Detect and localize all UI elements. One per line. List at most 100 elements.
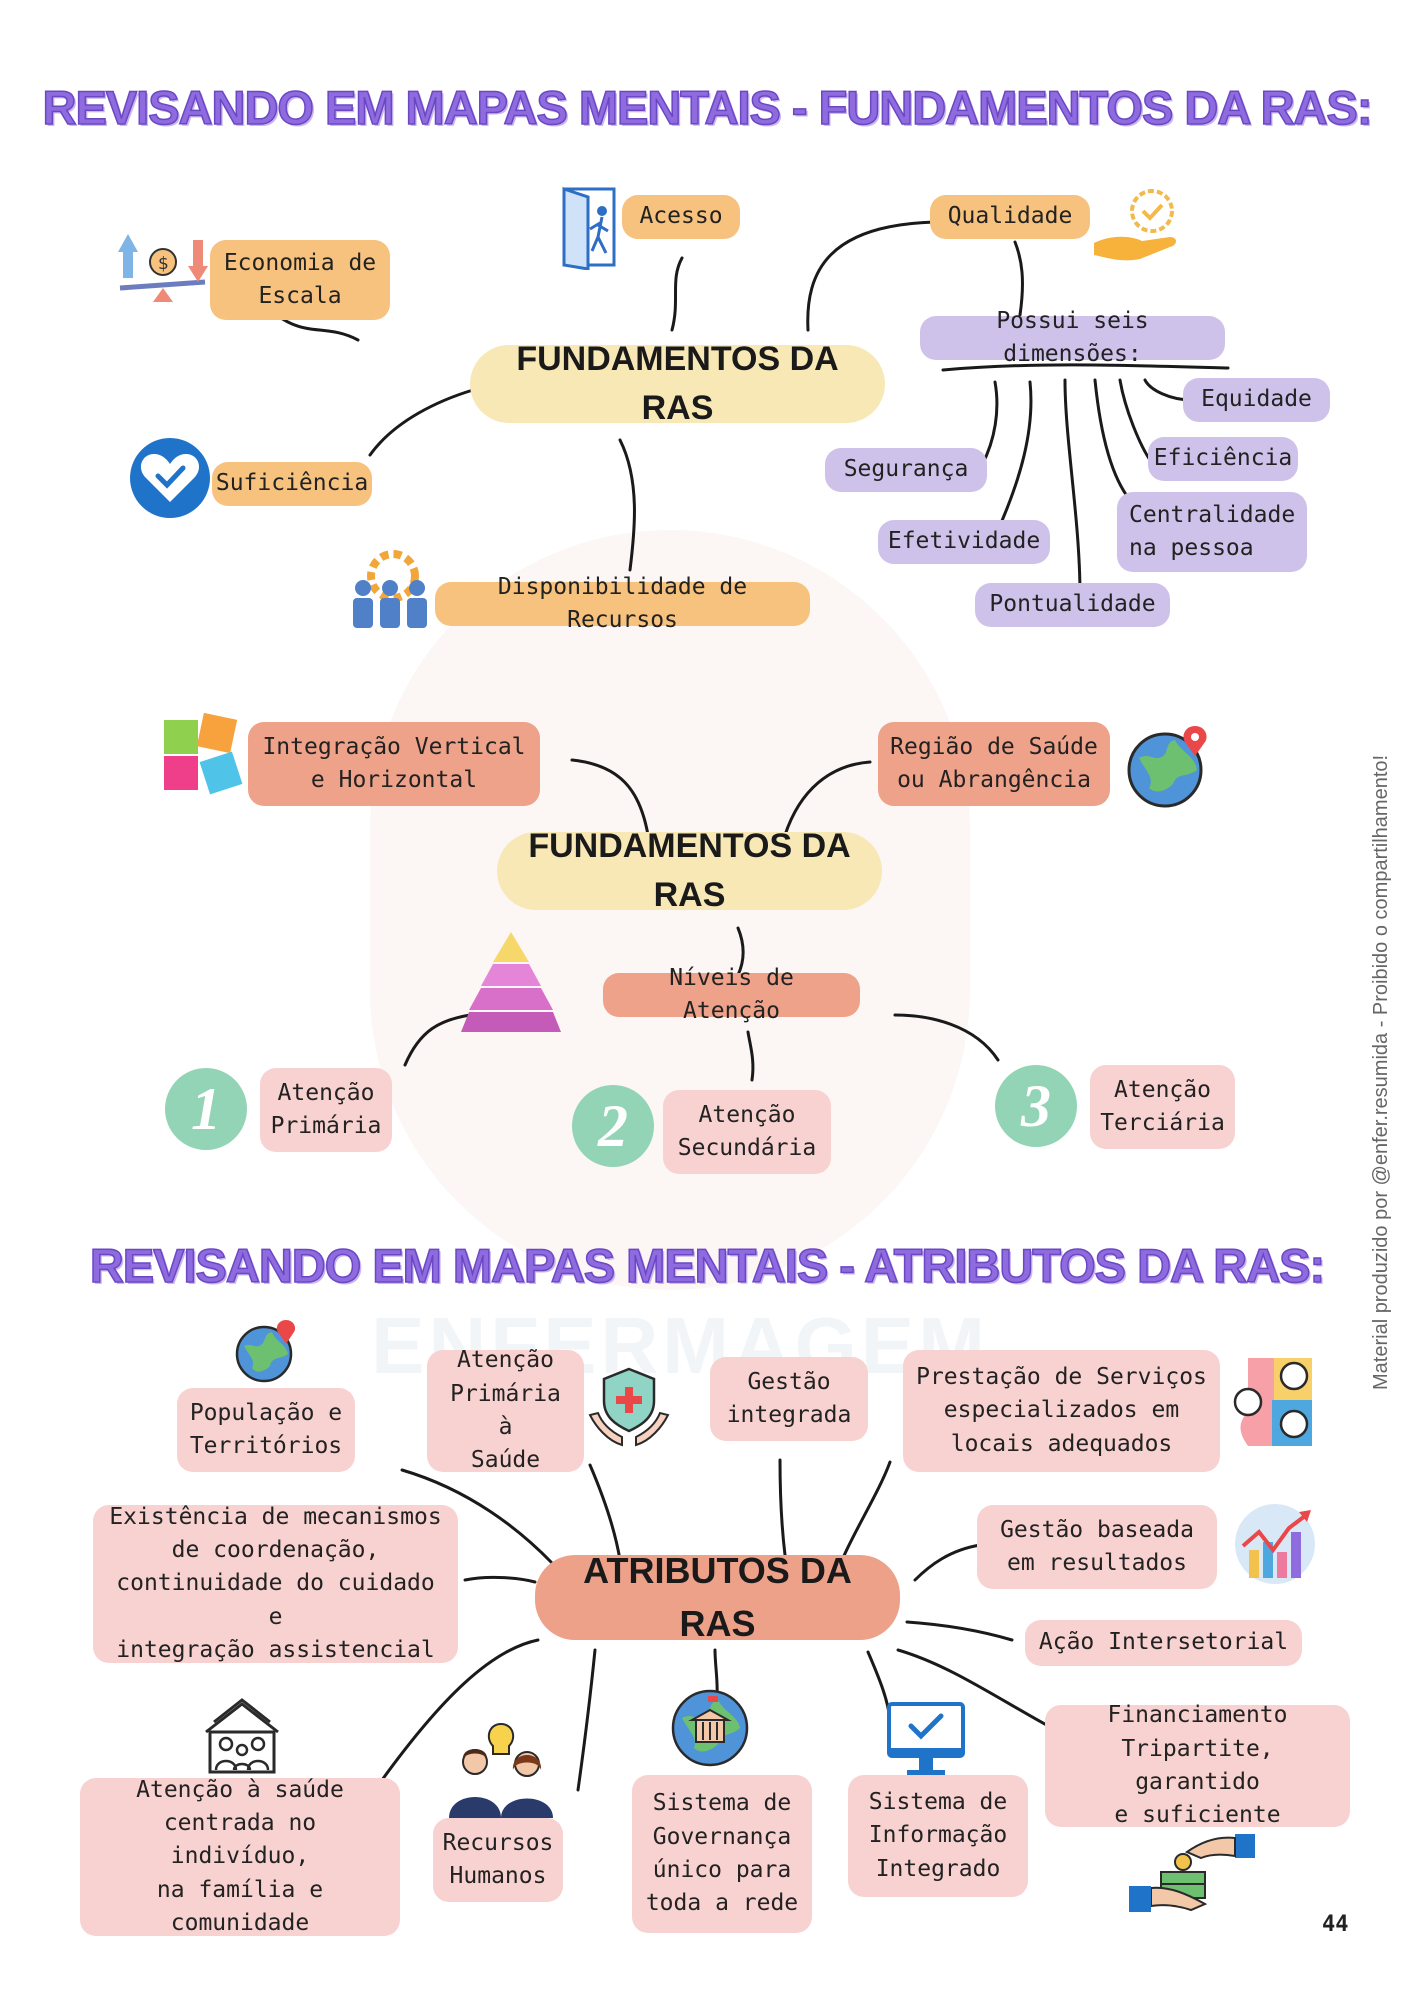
level-3-line2: Terciária xyxy=(1100,1110,1225,1136)
node-governanca: Sistema de Governança único para toda a … xyxy=(632,1775,812,1933)
dim-equidade: Equidade xyxy=(1183,378,1330,422)
node-atencao-primaria: Atenção Primária à Saúde xyxy=(427,1347,584,1473)
puzzle-icon xyxy=(164,712,243,795)
node-disponibilidade: Disponibilidade de Recursos xyxy=(435,574,810,633)
node-prest-line3: locais adequados xyxy=(950,1430,1173,1457)
node-gi-line2: integrada xyxy=(726,1402,852,1428)
node-prest-line2: especializados em xyxy=(943,1397,1180,1424)
level-1-line1: Atenção xyxy=(277,1079,375,1106)
node-acesso: Acesso xyxy=(622,195,740,239)
node-gov-line4: toda a rede xyxy=(645,1890,799,1917)
node-gov-line1: Sistema de xyxy=(652,1790,792,1817)
node-dimensoes-title: Possui seis dimensões: xyxy=(920,308,1225,367)
node-rh-line1: Recursos xyxy=(442,1829,554,1856)
node-regiao-line2: ou Abrangência xyxy=(897,767,1091,793)
balance-icon: $ xyxy=(118,234,208,302)
family-house-icon xyxy=(205,1698,279,1774)
node-niveis: Níveis de Atenção xyxy=(603,965,860,1024)
node-fin-line2: Tripartite, garantido xyxy=(1121,1735,1274,1795)
level-3-badge: 3 xyxy=(995,1065,1077,1147)
node-economia-escala: Economia de Escala xyxy=(210,240,390,320)
node-prest-line1: Prestação de Serviços xyxy=(916,1363,1207,1390)
node-rh: Recursos Humanos xyxy=(433,1818,563,1902)
node-ap-line2: Primária à xyxy=(450,1380,561,1440)
globe-pin-icon xyxy=(1127,726,1207,808)
node-mec-line3: continuidade do cuidado e xyxy=(116,1570,435,1630)
node-cen-line3: na família e xyxy=(156,1876,324,1903)
node-gov-line3: único para xyxy=(652,1857,792,1883)
node-gestao-integrada: Gestão integrada xyxy=(710,1357,868,1441)
level-2-label: Atenção Secundária xyxy=(663,1090,831,1174)
node-regiao-line1: Região de Saúde xyxy=(890,733,1098,760)
node-gr-line1: Gestão baseada xyxy=(1000,1516,1194,1543)
governance-globe-icon xyxy=(671,1689,749,1767)
node-integracao: Integração Vertical e Horizontal xyxy=(248,722,540,806)
node-economia-line1: Economia de xyxy=(223,249,377,276)
node-suficiencia: Suficiência xyxy=(212,462,372,506)
node-cen-line2: centrada no indivíduo, xyxy=(163,1809,317,1870)
svg-text:$: $ xyxy=(158,254,169,274)
node-centrada: Atenção à saúde centrada no indivíduo, n… xyxy=(80,1777,400,1936)
node-fin-line3: e suficiente xyxy=(1114,1802,1281,1829)
dim-pontualidade: Pontualidade xyxy=(975,583,1170,627)
heart-check-icon xyxy=(130,438,210,518)
level-2-badge: 2 xyxy=(572,1085,654,1167)
node-mec-line2: de coordenação, xyxy=(171,1536,380,1563)
node-inf-line2: Informação xyxy=(868,1822,1008,1849)
level-2-line1: Atenção xyxy=(698,1101,796,1128)
monitor-check-icon xyxy=(887,1702,965,1776)
globe-pin-icon-2 xyxy=(235,1320,296,1383)
node-mec-line4: integração assistencial xyxy=(116,1637,435,1664)
node-gr-line2: em resultados xyxy=(1006,1550,1187,1576)
node-populacao-line1: População e xyxy=(189,1399,343,1426)
door-icon xyxy=(562,186,616,270)
node-gestao-resultados: Gestão baseada em resultados xyxy=(977,1505,1217,1589)
dim-eficiencia: Eficiência xyxy=(1148,437,1298,481)
level-3-label: Atenção Terciária xyxy=(1090,1065,1235,1149)
money-hands-icon xyxy=(1129,1834,1255,1912)
level-1-label: Atenção Primária xyxy=(260,1068,392,1152)
node-mec-line1: Existência de mecanismos xyxy=(109,1503,442,1530)
level-1-badge: 1 xyxy=(165,1068,247,1150)
map1-center: FUNDAMENTOS DA RAS xyxy=(470,340,885,427)
team-gear-icon xyxy=(353,550,427,628)
page-number: 44 xyxy=(1322,1912,1349,1937)
node-rh-line2: Humanos xyxy=(449,1863,547,1889)
node-mecanismos: Existência de mecanismos de coordenação,… xyxy=(93,1504,458,1663)
dim-efetividade: Efetividade xyxy=(878,520,1050,564)
level-1-line2: Primária xyxy=(270,1113,382,1139)
node-fin-line1: Financiamento xyxy=(1107,1702,1288,1729)
node-inf-line1: Sistema de xyxy=(868,1788,1008,1815)
node-intersetorial: Ação Intersetorial xyxy=(1025,1620,1302,1666)
map2-center: FUNDAMENTOS DA RAS xyxy=(497,827,882,914)
node-informacao: Sistema de Informação Integrado xyxy=(848,1775,1028,1897)
level-3-line1: Atenção xyxy=(1114,1076,1211,1103)
node-gi-line1: Gestão xyxy=(747,1368,831,1395)
node-economia-line2: Escala xyxy=(258,283,342,309)
level-2-line2: Secundária xyxy=(677,1135,817,1161)
pyramid-icon xyxy=(461,932,561,1032)
human-resources-icon xyxy=(449,1722,553,1818)
node-prestacao: Prestação de Serviços especializados em … xyxy=(903,1350,1220,1472)
map3-center: ATRIBUTOS DA RAS xyxy=(535,1550,900,1644)
node-populacao-line2: Territórios xyxy=(189,1433,343,1459)
node-ap-line1: Atenção xyxy=(457,1347,554,1374)
node-qualidade: Qualidade xyxy=(930,195,1090,239)
node-cen-line4: comunidade xyxy=(170,1910,310,1937)
dim-centralidade-line2: na pessoa xyxy=(1129,535,1254,561)
dim-centralidade: Centralidade na pessoa xyxy=(1117,492,1307,572)
dim-seguranca: Segurança xyxy=(825,448,987,492)
node-regiao: Região de Saúde ou Abrangência xyxy=(878,722,1110,806)
title-atributos: REVISANDO EM MAPAS MENTAIS - ATRIBUTOS D… xyxy=(89,1238,1326,1293)
node-integracao-line1: Integração Vertical xyxy=(262,733,526,760)
node-populacao: População e Territórios xyxy=(177,1388,355,1472)
node-integracao-line2: e Horizontal xyxy=(310,767,478,793)
node-ap-line3: Saúde xyxy=(470,1447,541,1474)
specialists-icon xyxy=(1233,1358,1312,1446)
node-financiamento: Financiamento Tripartite, garantido e su… xyxy=(1045,1702,1350,1828)
node-cen-line1: Atenção à saúde xyxy=(136,1776,344,1803)
title-fundamentos: REVISANDO EM MAPAS MENTAIS - FUNDAMENTOS… xyxy=(42,80,1373,135)
side-note: Material produzido por @enfer.resumida -… xyxy=(1370,754,1392,1390)
node-gov-line2: Governança xyxy=(652,1823,792,1850)
dim-centralidade-line1: Centralidade xyxy=(1129,501,1296,528)
